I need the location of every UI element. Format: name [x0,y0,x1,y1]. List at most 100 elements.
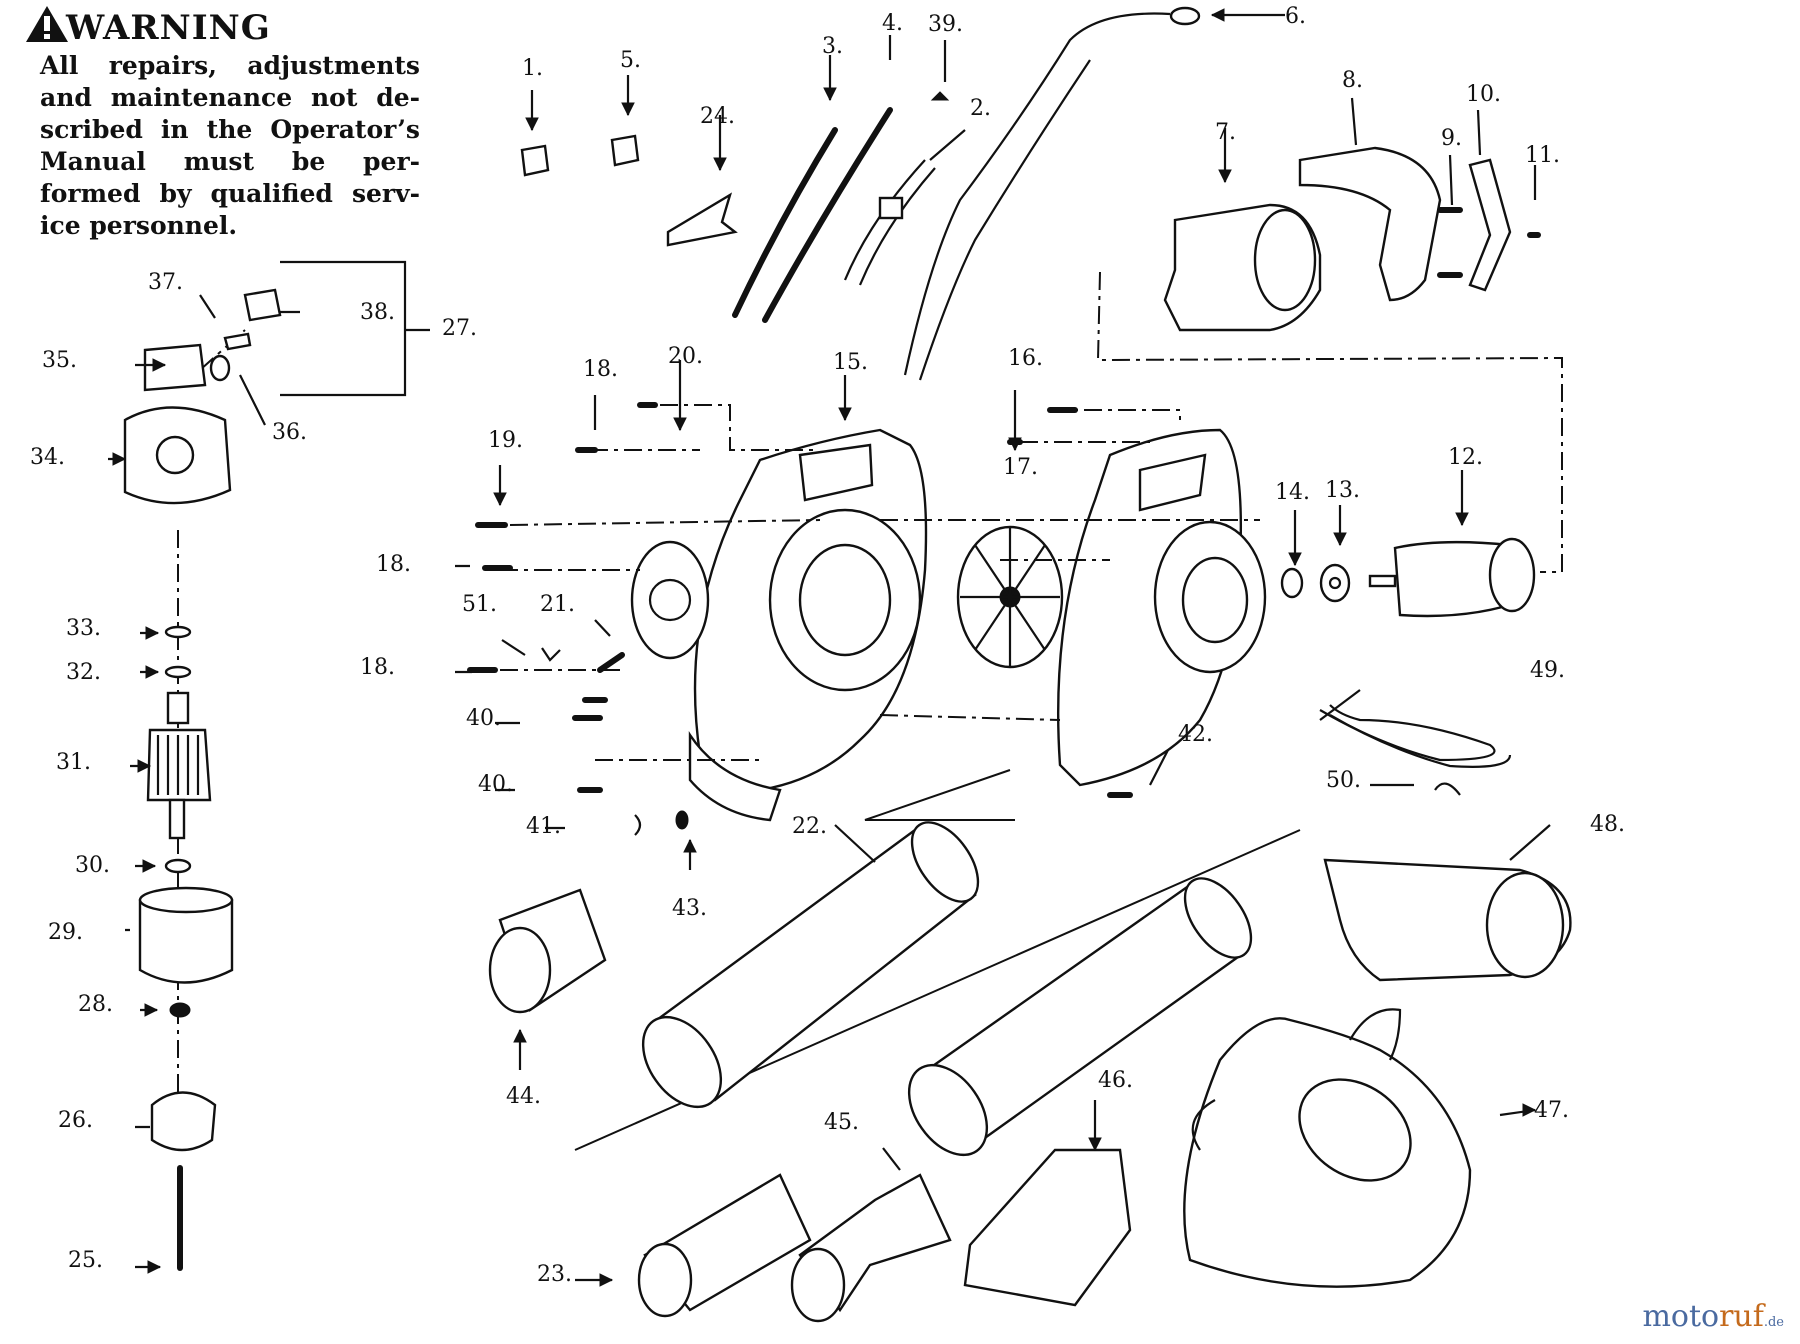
part-16-housing-right [1056,428,1243,787]
part-36-spring [209,354,231,382]
callout-18c: 18. [360,655,395,680]
part-10-trigger [1468,158,1512,292]
callout-46: 46. [1098,1068,1133,1093]
warning-triangle-icon [26,6,68,42]
callout-25: 25. [68,1248,103,1273]
callout-7: 7. [1215,120,1236,145]
callout-24: 24. [700,104,735,129]
part-39-nut [930,91,950,101]
part-6-cord [903,12,1171,376]
callout-13: 13. [1325,478,1360,503]
callout-18a: 18. [583,357,618,382]
part-33-washer [164,625,192,639]
watermark-brand-a: moto [1642,1299,1720,1334]
callout-11: 11. [1525,143,1560,168]
part-43-nut [675,810,689,830]
part-30-washer [164,858,192,874]
warning-title: WARNING [66,8,271,48]
callout-18b: 18. [376,552,411,577]
part-3-cord [732,127,838,318]
callout-2: 2. [970,96,991,121]
arrow-heads [112,8,1537,1287]
callout-40b: 40. [478,772,513,797]
part-13-washer [1319,563,1351,603]
part-28-bearing [169,1002,191,1018]
part-1-switch [520,144,550,177]
screw-40a [572,697,608,721]
part-2-connector [878,196,904,220]
callout-51: 51. [462,592,497,617]
callout-36: 36. [272,420,307,445]
callout-22: 22. [792,814,827,839]
part-21-pin [597,652,625,673]
callout-17: 17. [1003,455,1038,480]
callout-21: 21. [540,592,575,617]
callout-48: 48. [1590,812,1625,837]
callout-3: 3. [822,34,843,59]
callout-9: 9. [1441,126,1462,151]
part-50-clip [1434,782,1461,796]
part-14-washer [1280,567,1304,599]
callout-26: 26. [58,1108,93,1133]
part-32-washer [164,665,192,679]
callout-8: 8. [1342,68,1363,93]
callout-27: 27. [442,316,477,341]
callout-50: 50. [1326,768,1361,793]
callout-37: 37. [148,270,183,295]
callout-5: 5. [620,48,641,73]
callout-30: 30. [75,853,110,878]
part-4-cord [762,107,893,323]
callout-29: 29. [48,920,83,945]
callout-31: 31. [56,750,91,775]
part-8-handle [1298,146,1442,302]
part-5-switch [610,134,640,167]
part-20-fan-cover [630,540,710,660]
callout-40a: 40. [466,706,501,731]
callout-32: 32. [66,660,101,685]
callout-49: 49. [1530,658,1565,683]
callout-42: 42. [1178,722,1213,747]
callout-34: 34. [30,445,65,470]
callout-6: 6. [1285,4,1306,29]
watermark-brand-b: ruf [1719,1299,1764,1334]
callout-1: 1. [522,56,543,81]
part-51-clip [541,647,561,662]
callout-4: 4. [882,11,903,36]
callout-41: 41. [526,814,561,839]
watermark-tld: .de [1763,1315,1784,1330]
watermark: motoruf.de [1642,1299,1784,1334]
callout-39: 39. [928,12,963,37]
part-35-cap [143,343,207,392]
part-49-cord [1319,704,1496,762]
callout-33: 33. [66,616,101,641]
warning-text: All repairs, adjustments and maintenance… [40,51,420,240]
callout-10: 10. [1466,82,1501,107]
callout-38: 38. [360,300,395,325]
part-38-switch [243,288,282,322]
callout-15: 15. [833,350,868,375]
callout-43: 43. [672,896,707,921]
callout-45: 45. [824,1110,859,1135]
callout-23: 23. [537,1262,572,1287]
callout-19: 19. [488,428,523,453]
callout-44: 44. [506,1084,541,1109]
part-46-flat-nozzle [963,1148,1132,1307]
part-41-clip [634,814,642,836]
part-24-label [666,192,738,247]
part-26-end-bell [150,1091,217,1152]
callout-35: 35. [42,348,77,373]
part-31-shaft-top [166,691,190,725]
part-2-wire [843,159,936,286]
part-9-screw [1437,207,1463,278]
callout-28: 28. [78,992,113,1017]
callout-47: 47. [1534,1098,1569,1123]
callout-20: 20. [668,344,703,369]
group-bracket-27 [280,260,407,397]
callout-12: 12. [1448,445,1483,470]
part-37-clip [223,332,252,351]
callout-14: 14. [1275,480,1310,505]
guide-line-motor [1096,271,1563,573]
callout-16: 16. [1008,346,1043,371]
